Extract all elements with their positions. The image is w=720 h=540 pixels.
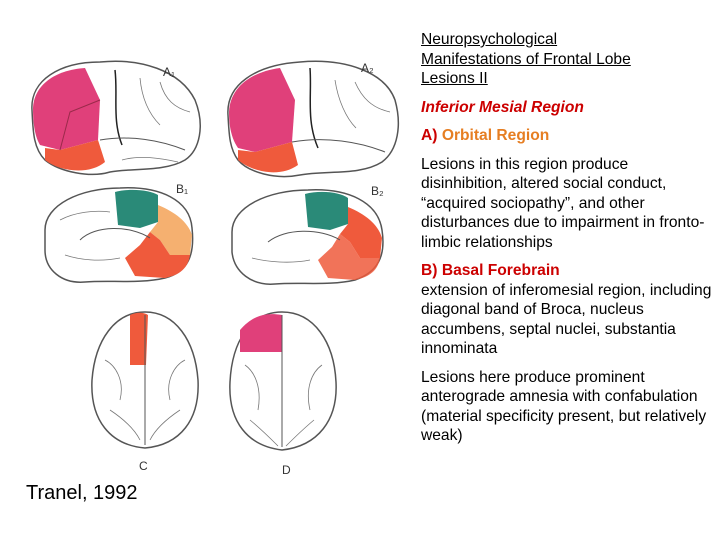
panel-c-ventral-brain: C <box>91 311 199 473</box>
panel-label-b1: B₁ <box>176 182 188 196</box>
title-line: Neuropsychological <box>421 31 558 48</box>
brain-lesion-figure: A₁ A₂ B₁ B₂ <box>31 60 400 477</box>
panel-label-b2: B₂ <box>371 184 384 198</box>
section-b-heading: B) Basal Forebrain <box>421 261 713 281</box>
panel-a1-lateral-brain: A₁ <box>31 60 201 176</box>
section-b-name: Basal Forebrain <box>441 262 560 279</box>
section-a-name: Orbital Region <box>441 127 550 144</box>
section-b-text-2: Lesions here produce prominent anterogra… <box>421 368 707 445</box>
panel-label-c: C <box>139 459 148 473</box>
panel-b2-mesial-brain-labeled: B₂ <box>231 184 384 285</box>
slide-title: Neuropsychological Manifestations of Fro… <box>421 30 713 89</box>
section-b-text-1: extension of inferomesial region, includ… <box>421 281 712 358</box>
title-line: Manifestations of Frontal Lobe <box>421 50 631 68</box>
title-line: Lesions II <box>421 70 488 87</box>
panel-label-a2: A₂ <box>361 61 374 75</box>
citation: Tranel, 1992 <box>26 482 138 504</box>
panel-label-d: D <box>282 463 291 477</box>
slide-subtitle: Inferior Mesial Region <box>421 98 584 116</box>
slide-text-column: Neuropsychological Manifestations of Fro… <box>421 30 713 455</box>
panel-label-a1: A₁ <box>163 65 175 79</box>
section-a-heading: A) Orbital Region <box>421 126 713 146</box>
panel-d-ventral-brain-labeled: D <box>229 311 337 477</box>
panel-b1-mesial-brain: B₁ <box>44 182 194 283</box>
section-a-text: Lesions in this region produce disinhibi… <box>421 155 705 251</box>
panel-a2-lateral-brain-labeled: A₂ <box>227 60 400 178</box>
section-a-letter: A) <box>421 127 438 144</box>
section-b-letter: B) <box>421 262 438 279</box>
